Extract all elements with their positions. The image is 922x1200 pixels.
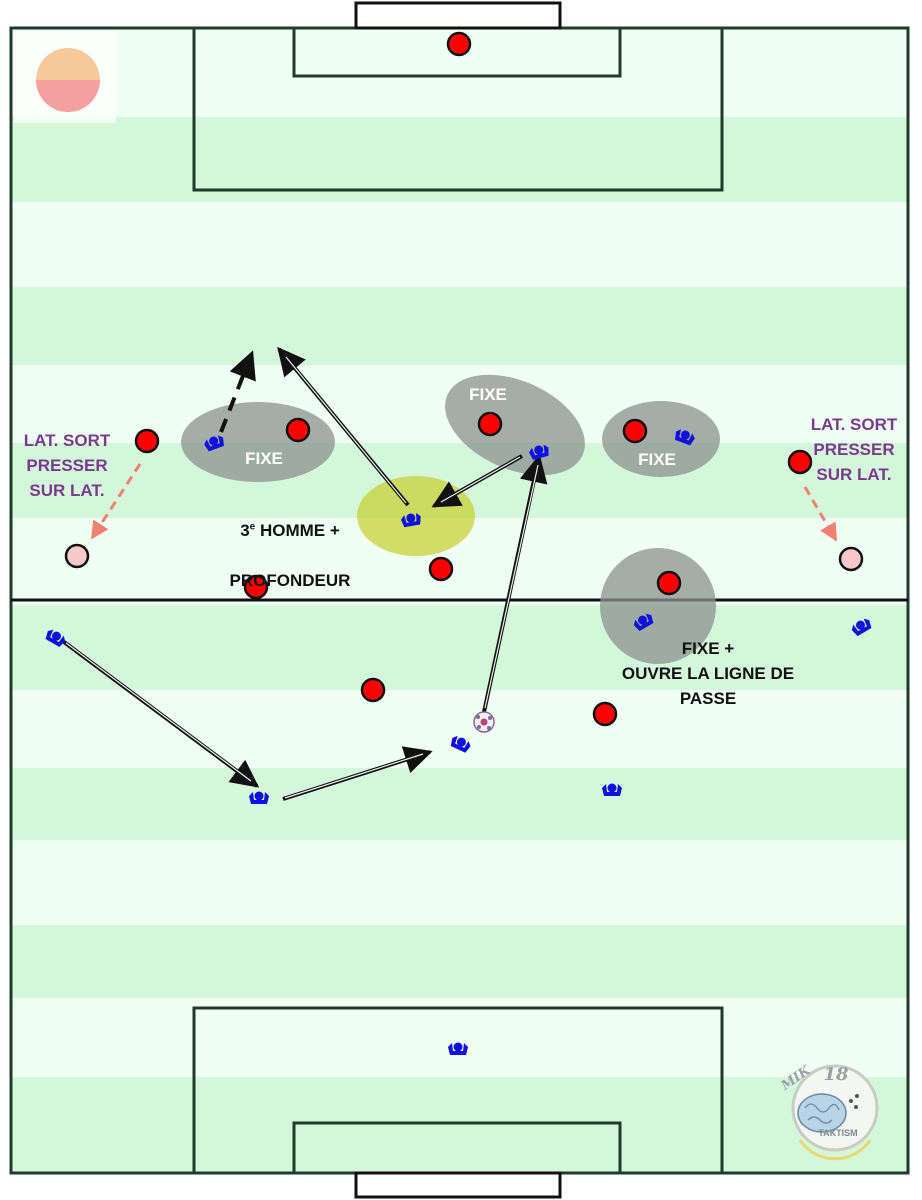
blue-player-icon [450, 735, 471, 753]
logo-dot [854, 1105, 858, 1109]
red-disc-icon [656, 570, 682, 596]
run-arrow-dashed [219, 350, 256, 433]
grass-stripe [11, 925, 908, 998]
red-disc-icon [428, 556, 454, 582]
red-disc-icon [592, 701, 618, 727]
red-disc-icon [285, 417, 311, 443]
red-disc-icon [477, 411, 503, 437]
red-disc-icon [64, 543, 90, 569]
red-disc-icon [134, 428, 160, 454]
blue-player-icon [448, 1042, 468, 1055]
blue-player-icon [45, 629, 66, 648]
zones [181, 374, 720, 664]
sun-badge-icon [14, 31, 116, 123]
logo-tagline: TAKTISM [818, 1128, 858, 1138]
logo-brain-folds [804, 1103, 840, 1124]
blue-player-icon [602, 783, 622, 796]
red-disc-icon [622, 418, 648, 444]
ball-icon [473, 711, 495, 733]
ball-patch [480, 718, 488, 726]
pass-arrow-vertical-inner [484, 464, 539, 709]
logo-dot [849, 1099, 853, 1103]
ball-patch [476, 715, 480, 719]
grass-stripe [11, 287, 908, 365]
grass-stripe [11, 117, 908, 202]
label-lat-left: LAT. SORT PRESSER SUR LAT. [23, 431, 111, 500]
red-disc-icon [838, 546, 864, 572]
blue-player-icon [633, 613, 654, 632]
pass-arrow-fullback-inner [65, 642, 252, 782]
label-fixe-right: FIXE [638, 450, 676, 469]
logo-dot [855, 1094, 859, 1098]
label-third-man-number: 3 [240, 521, 250, 540]
logo-brand-right: 18 [823, 1064, 849, 1085]
blue-player-icon [204, 435, 224, 452]
ball-patch [488, 716, 492, 720]
press-arrow-right [803, 486, 838, 542]
label-third-man: 3e HOMME + PROFONDEUR [200, 493, 380, 593]
badge-bottom [36, 80, 100, 112]
arrows [62, 346, 838, 801]
label-third-man-sup: e [249, 521, 256, 533]
grass-stripe [11, 1077, 908, 1173]
ball-patch [487, 726, 491, 730]
ball-patch [477, 725, 481, 729]
pass-arrow-switch-inner [284, 753, 424, 799]
label-third-man-depth: PROFONDEUR [229, 571, 351, 590]
brain-logo-icon [791, 1064, 879, 1161]
grass-stripe [11, 605, 908, 690]
opponents [64, 31, 864, 727]
label-fixe-left: FIXE [245, 449, 283, 468]
pitch-lines [9, 1, 910, 1199]
goal-bottom [354, 1171, 562, 1199]
logo-arc [798, 1139, 872, 1161]
label-fixe-center: FIXE [469, 385, 507, 404]
red-disc-icon [243, 574, 269, 600]
logo-brain [797, 1093, 847, 1133]
blue-player-icon [675, 429, 695, 446]
blue-player-icon [851, 618, 872, 637]
pass-arrow-layoff-inner [440, 456, 521, 503]
goal-top [354, 1, 562, 30]
label-fixe-open-line: FIXE + OUVRE LA LIGNE DE PASSE [621, 639, 795, 708]
blue-player-icon [529, 444, 549, 460]
red-disc-icon [446, 31, 472, 57]
blue-player-icon [249, 791, 269, 804]
grass-stripe [11, 768, 908, 840]
grass-stripes [11, 117, 908, 1173]
zone-fixe-center [445, 374, 585, 476]
label-lat-right: LAT. SORT PRESSER SUR LAT. [810, 415, 898, 484]
badge-top [36, 48, 100, 80]
red-disc-icon [360, 677, 386, 703]
zone-fixe-open [600, 548, 716, 664]
blue-player-icon [400, 513, 421, 528]
label-third-man-rest: HOMME + [255, 521, 340, 540]
red-disc-icon [787, 449, 813, 475]
players [45, 429, 872, 1055]
pass-arrow-deep-inner [285, 356, 407, 504]
